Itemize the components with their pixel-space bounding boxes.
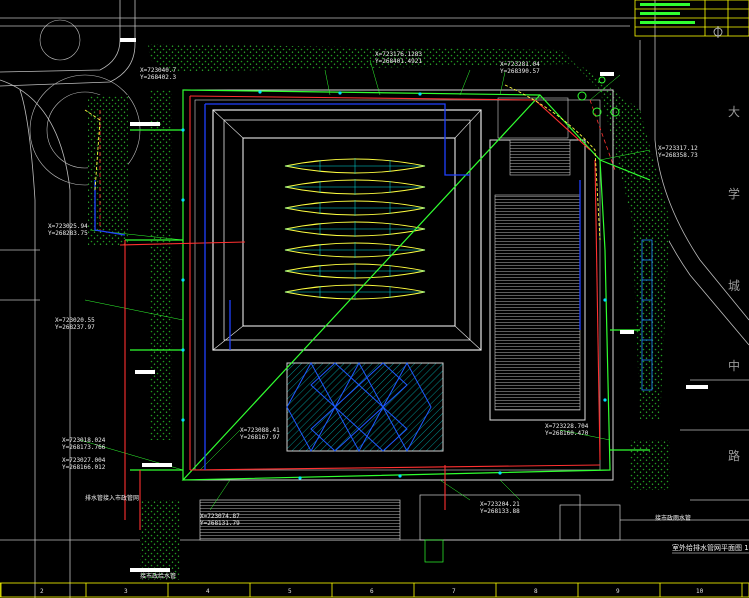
svg-text:Y=268358.73: Y=268358.73 xyxy=(658,152,698,159)
stadium-block xyxy=(212,109,482,351)
side-label-0: 大 xyxy=(728,105,740,119)
svg-text:Y=268166.012: Y=268166.012 xyxy=(62,464,106,471)
side-label-1: 学 xyxy=(728,186,740,201)
storm-pipes xyxy=(94,103,581,470)
svg-text:Y=268133.88: Y=268133.88 xyxy=(480,508,520,515)
grid-col-2: 2 xyxy=(40,588,44,595)
lawn-areas xyxy=(88,44,670,580)
manhole-icon xyxy=(577,76,620,117)
svg-text:X=723317.12: X=723317.12 xyxy=(658,145,698,152)
grid-col-4: 4 xyxy=(206,588,210,595)
svg-text:X=723204.21: X=723204.21 xyxy=(480,501,520,508)
svg-text:Y=268160.470: Y=268160.470 xyxy=(545,430,589,437)
svg-text:X=723176.1283: X=723176.1283 xyxy=(375,51,422,58)
grid-column-labels: 2 3 4 5 6 7 8 9 10 xyxy=(40,588,704,595)
leader-lines xyxy=(79,59,651,511)
svg-text:X=723018.024: X=723018.024 xyxy=(62,437,106,444)
svg-text:X=723088.41: X=723088.41 xyxy=(240,427,280,434)
bottom-grid-frame xyxy=(0,582,749,598)
grid-col-3: 3 xyxy=(124,588,128,595)
right-hall xyxy=(489,97,586,421)
drain-pipes-dashed xyxy=(99,99,616,230)
bottom-buildings xyxy=(199,494,621,563)
grid-col-9: 9 xyxy=(616,588,620,595)
side-label-4: 路 xyxy=(728,448,740,463)
gas-pipe-curve xyxy=(504,84,601,241)
drawing-title: 室外给排水管网平面图 1:500 xyxy=(672,543,749,552)
grid-col-5: 5 xyxy=(288,588,292,595)
svg-text:Y=268173.766: Y=268173.766 xyxy=(62,444,106,451)
drainage-pipes xyxy=(119,95,601,530)
svg-text:排水管接入市政管网: 排水管接入市政管网 xyxy=(85,494,139,502)
svg-text:X=723020.55: X=723020.55 xyxy=(55,317,95,324)
svg-text:Y=268283.75: Y=268283.75 xyxy=(48,230,88,237)
pipe-nodes xyxy=(181,90,607,480)
water-supply-pipes xyxy=(125,89,651,481)
side-label-2: 城 xyxy=(728,279,740,293)
svg-text:Y=268402.3: Y=268402.3 xyxy=(140,74,177,81)
lens-fixtures xyxy=(284,158,426,301)
grid-col-10: 10 xyxy=(696,588,704,595)
north-arrow-icon xyxy=(713,26,723,38)
grid-col-8: 8 xyxy=(534,588,538,595)
svg-text:Y=268131.79: Y=268131.79 xyxy=(200,520,240,527)
svg-text:X=723027.004: X=723027.004 xyxy=(62,457,106,464)
side-label-3: 中 xyxy=(728,358,740,373)
side-street-labels: 大 学 城 中 路 xyxy=(728,105,740,463)
svg-text:X=723074.87: X=723074.87 xyxy=(200,513,240,520)
svg-text:Y=268401.4921: Y=268401.4921 xyxy=(375,58,422,65)
svg-text:Y=268390.57: Y=268390.57 xyxy=(500,68,540,75)
tag-boxes xyxy=(120,38,708,572)
diamond-plaza xyxy=(286,361,444,453)
svg-text:X=723281.04: X=723281.04 xyxy=(500,61,540,68)
annotations: X=723176.1283 Y=268401.4921 X=723281.04 … xyxy=(48,51,698,580)
svg-text:Y=268167.97: Y=268167.97 xyxy=(240,434,280,441)
svg-text:接市政雨水管: 接市政雨水管 xyxy=(655,514,691,522)
svg-text:X=723025.94: X=723025.94 xyxy=(48,223,88,230)
svg-text:X=723228.704: X=723228.704 xyxy=(545,423,589,430)
grid-col-7: 7 xyxy=(452,588,456,595)
svg-text:X=723040.7: X=723040.7 xyxy=(140,67,177,74)
svg-text:接市政给水管: 接市政给水管 xyxy=(140,572,176,580)
hydrant-strip xyxy=(641,239,653,391)
grid-col-6: 6 xyxy=(370,588,374,595)
legend-table-icon xyxy=(634,0,749,37)
svg-text:Y=268237.97: Y=268237.97 xyxy=(55,324,95,331)
